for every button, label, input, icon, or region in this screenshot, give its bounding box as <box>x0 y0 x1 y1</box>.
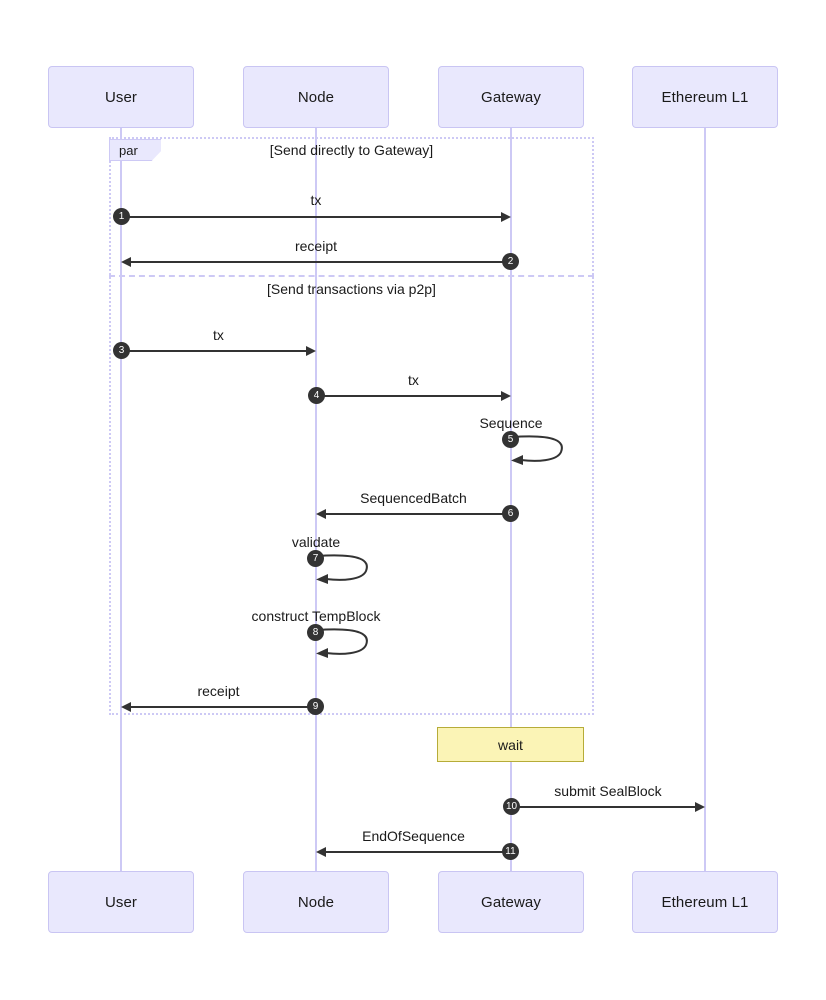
message-text: submit SealBlock <box>554 783 662 799</box>
message-label-5: Sequence <box>441 415 581 431</box>
lifeline-node <box>315 128 317 871</box>
participant-box-node-top[interactable]: Node <box>243 66 389 128</box>
arrowhead-6 <box>316 509 326 519</box>
message-text: receipt <box>197 683 240 699</box>
par-condition-2: [Send transactions via p2p] <box>109 281 594 297</box>
arrowhead-11 <box>316 847 326 857</box>
participant-label: Gateway <box>481 893 541 911</box>
arrowhead-1 <box>501 212 511 222</box>
message-text: SequencedBatch <box>360 490 467 506</box>
self-loop-8 <box>316 628 368 658</box>
participant-box-ethereum-l1-bottom[interactable]: Ethereum L1 <box>632 871 778 933</box>
sequence-badge-5: 5 <box>502 431 519 448</box>
par-fragment-tag: par <box>109 139 161 161</box>
message-text: construct TempBlock <box>251 608 381 624</box>
sequence-badge-4: 4 <box>308 387 325 404</box>
lifeline-gateway <box>510 128 512 871</box>
participant-box-gateway-bottom[interactable]: Gateway <box>438 871 584 933</box>
badge-number: 7 <box>312 553 319 564</box>
sequence-badge-9: 9 <box>307 698 324 715</box>
message-label-7: validate <box>246 534 386 550</box>
note-label: wait <box>498 736 523 753</box>
message-text: receipt <box>294 238 338 254</box>
badge-number: 9 <box>312 701 319 712</box>
message-label-8: construct TempBlock <box>196 608 436 624</box>
arrowhead-9 <box>121 702 131 712</box>
participant-label: Node <box>297 893 335 911</box>
par-fragment-operator: par <box>119 142 138 158</box>
sequence-badge-2: 2 <box>502 253 519 270</box>
participant-label: Gateway <box>481 88 541 106</box>
message-line-9 <box>131 706 316 708</box>
participant-label: User <box>104 88 138 106</box>
badge-number: 8 <box>312 627 319 638</box>
participant-box-user-top[interactable]: User <box>48 66 194 128</box>
participant-label: Ethereum L1 <box>661 88 749 106</box>
lifeline-ethereum-l1 <box>704 128 706 871</box>
sequence-badge-10: 10 <box>503 798 520 815</box>
par-condition-2-label: [Send transactions via p2p] <box>267 281 436 297</box>
message-text: EndOfSequence <box>362 828 465 844</box>
badge-number: 10 <box>505 801 518 812</box>
message-line-6 <box>326 513 511 515</box>
participant-box-gateway-top[interactable]: Gateway <box>438 66 584 128</box>
arrowhead-4 <box>501 391 511 401</box>
sequence-badge-8: 8 <box>307 624 324 641</box>
message-line-11 <box>326 851 511 853</box>
message-label-6: SequencedBatch <box>316 490 511 506</box>
participant-box-ethereum-l1-top[interactable]: Ethereum L1 <box>632 66 778 128</box>
message-label-9: receipt <box>121 683 316 699</box>
par-fragment-separator <box>109 275 594 277</box>
badge-number: 6 <box>507 508 514 519</box>
badge-number: 11 <box>505 846 516 857</box>
self-loop-5 <box>511 435 563 465</box>
message-text: tx <box>310 192 322 208</box>
message-line-2 <box>131 261 511 263</box>
participant-label: User <box>104 893 138 911</box>
lifeline-user <box>120 128 122 871</box>
badge-number: 1 <box>118 211 125 222</box>
arrowhead-10 <box>695 802 705 812</box>
message-line-4 <box>316 395 501 397</box>
message-label-4: tx <box>316 372 511 388</box>
par-condition-1: [Send directly to Gateway] <box>109 142 594 158</box>
sequence-badge-1: 1 <box>113 208 130 225</box>
message-label-2: receipt <box>121 238 511 254</box>
note-wait[interactable]: wait <box>437 727 584 762</box>
message-text: tx <box>213 327 224 343</box>
badge-number: 5 <box>507 434 514 445</box>
sequence-badge-3: 3 <box>113 342 130 359</box>
message-line-1 <box>121 216 501 218</box>
message-label-1: tx <box>121 192 511 208</box>
message-text: validate <box>291 534 341 550</box>
arrowhead-3 <box>306 346 316 356</box>
participant-label: Node <box>297 88 335 106</box>
message-line-3 <box>121 350 306 352</box>
sequence-badge-7: 7 <box>307 550 324 567</box>
message-label-10: submit SealBlock <box>511 783 705 799</box>
badge-number: 3 <box>118 345 125 356</box>
message-label-11: EndOfSequence <box>316 828 511 844</box>
badge-number: 4 <box>313 390 320 401</box>
sequence-badge-6: 6 <box>502 505 519 522</box>
par-fragment-box <box>109 137 594 715</box>
message-label-3: tx <box>121 327 316 343</box>
message-line-10 <box>511 806 695 808</box>
participant-box-user-bottom[interactable]: User <box>48 871 194 933</box>
sequence-badge-11: 11 <box>502 843 519 860</box>
badge-number: 2 <box>507 256 514 267</box>
participant-label: Ethereum L1 <box>661 893 749 911</box>
participant-box-node-bottom[interactable]: Node <box>243 871 389 933</box>
message-text: tx <box>408 372 419 388</box>
self-loop-7 <box>316 554 368 584</box>
message-text: Sequence <box>479 415 543 431</box>
par-condition-1-label: [Send directly to Gateway] <box>269 142 434 158</box>
arrowhead-2 <box>121 257 131 267</box>
